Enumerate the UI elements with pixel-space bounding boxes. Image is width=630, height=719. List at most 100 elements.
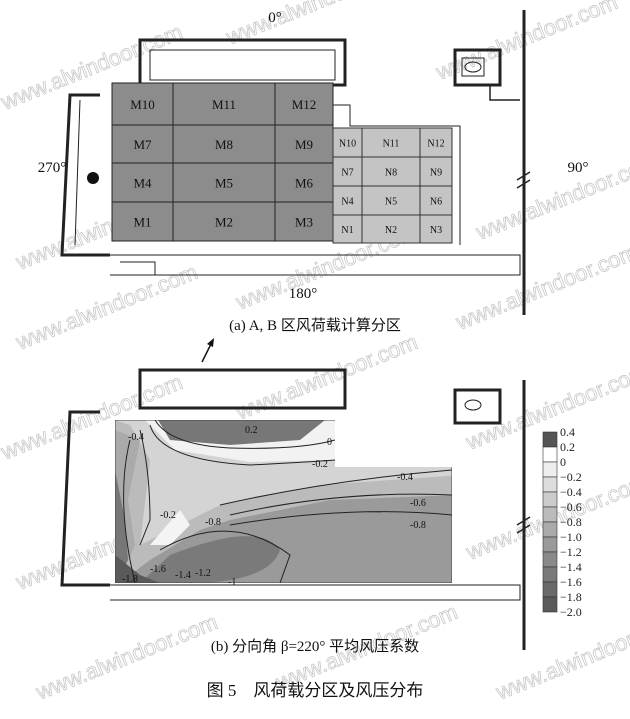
zone-label: N9	[430, 168, 442, 179]
colorbar-tick: 0.2	[560, 440, 575, 454]
zone-label: N5	[385, 197, 397, 208]
zone-label: M7	[133, 137, 152, 152]
zone-label: M3	[295, 215, 313, 230]
zone-cell	[111, 124, 174, 164]
colorbar-band	[542, 431, 558, 448]
zone-label: N2	[385, 225, 397, 236]
colorbar-tick: −0.2	[560, 470, 582, 484]
angle-0: 0°	[268, 10, 282, 26]
contour-label: -1.6	[150, 564, 166, 575]
zone-label: M10	[130, 97, 155, 112]
contour-label: 0	[327, 437, 332, 448]
watermark-text: www.alwindoor.com	[32, 609, 221, 705]
figure-caption: 图 5 风荷载分区及风压分布	[207, 681, 424, 700]
zone-label: M9	[295, 137, 313, 152]
zone-cell	[419, 156, 453, 187]
colorbar-tick: −0.8	[560, 515, 582, 529]
zone-label: M12	[292, 97, 317, 112]
zone-cell	[111, 162, 174, 203]
colorbar-tick: −1.8	[560, 590, 582, 604]
colorbar-band	[542, 506, 558, 523]
colorbar-tick: 0.4	[560, 425, 575, 439]
colorbar-band	[542, 491, 558, 508]
wind-direction-arrow-icon	[201, 338, 214, 363]
colorbar-tick: −1.6	[560, 575, 582, 589]
zone-cell	[332, 214, 363, 244]
contour-label: -0.2	[312, 459, 328, 470]
zone-label: N1	[341, 225, 353, 236]
colorbar-band	[542, 476, 558, 493]
zone-label: N11	[383, 139, 400, 150]
contour-label: -0.2	[160, 510, 176, 521]
zone-label: N4	[341, 197, 353, 208]
colorbar-tick: −1.0	[560, 530, 582, 544]
zone-cell	[111, 201, 174, 242]
colorbar-band	[542, 521, 558, 538]
angle-90: 90°	[568, 160, 589, 176]
colorbar-band	[542, 446, 558, 463]
zone-cell	[419, 127, 453, 158]
contour-label: -1.2	[195, 568, 211, 579]
colorbar-band	[542, 551, 558, 568]
contour-label: -0.8	[205, 517, 221, 528]
colorbar-tick: −1.4	[560, 560, 582, 574]
zone-cell	[274, 201, 334, 242]
colorbar-band	[542, 566, 558, 583]
contour-label: -0.4	[128, 432, 144, 443]
zone-label: N8	[385, 168, 397, 179]
zone-cell	[419, 214, 453, 244]
colorbar-band	[542, 536, 558, 553]
angle-270: 270°	[38, 160, 67, 176]
zone-cell	[172, 124, 276, 164]
caption-a: (a) A, B 区风荷载计算分区	[229, 316, 401, 334]
zone-label: M8	[215, 137, 233, 152]
zone-label: M1	[133, 215, 151, 230]
watermark-text: www.alwindoor.com	[452, 239, 630, 335]
contour-label: -1.8	[122, 574, 138, 585]
marker-dot	[87, 172, 99, 184]
colorbar-tick: 0	[560, 455, 566, 469]
contour-label: -0.6	[410, 498, 426, 509]
watermark-text: www.alwindoor.com	[232, 329, 421, 425]
zone-cell	[361, 185, 421, 216]
angle-180: 180°	[289, 286, 318, 302]
contour-label: -1.4	[175, 570, 191, 581]
zone-cell	[172, 201, 276, 242]
contour-label: -0.4	[397, 472, 413, 483]
contour-label: -1	[228, 577, 236, 588]
panel-b-plan	[60, 368, 531, 650]
zone-cell	[274, 82, 334, 126]
zone-cell	[172, 162, 276, 203]
colorbar-band	[542, 596, 558, 613]
colorbar-tick: −0.6	[560, 500, 582, 514]
zone-label: N10	[339, 139, 356, 150]
zone-cell	[332, 185, 363, 216]
contour-label: 0.2	[245, 425, 258, 436]
colorbar-tick: −2.0	[560, 605, 582, 619]
zone-label: M11	[212, 97, 236, 112]
zone-cell	[361, 127, 421, 158]
caption-b: (b) 分向角 β=220° 平均风压系数	[211, 638, 419, 655]
contour-labels: -0.4 0.2 0 -0.2 -0.4 -0.6 -0.8 -0.2 -0.8 -1.6 -1.8…	[122, 425, 426, 588]
watermark-text: www.alwindoor.com	[472, 149, 630, 245]
zone-cell	[172, 82, 276, 126]
zone-cell	[419, 185, 453, 216]
contour-label: -0.8	[410, 520, 426, 531]
panel-a-plan	[60, 10, 531, 315]
zone-label: M5	[215, 176, 233, 191]
zone-label: M6	[295, 176, 314, 191]
zone-cell	[332, 156, 363, 187]
colorbar-tick: −0.4	[560, 485, 582, 499]
zone-label: M2	[215, 215, 233, 230]
zone-label: N3	[430, 225, 442, 236]
zone-label: N6	[430, 197, 442, 208]
zone-label: M4	[133, 176, 152, 191]
watermark-text: www.alwindoor.com	[492, 609, 630, 705]
zone-label: N12	[427, 139, 444, 150]
zone-label: N7	[341, 168, 353, 179]
zone-cell	[111, 82, 174, 126]
colorbar-band	[542, 461, 558, 478]
